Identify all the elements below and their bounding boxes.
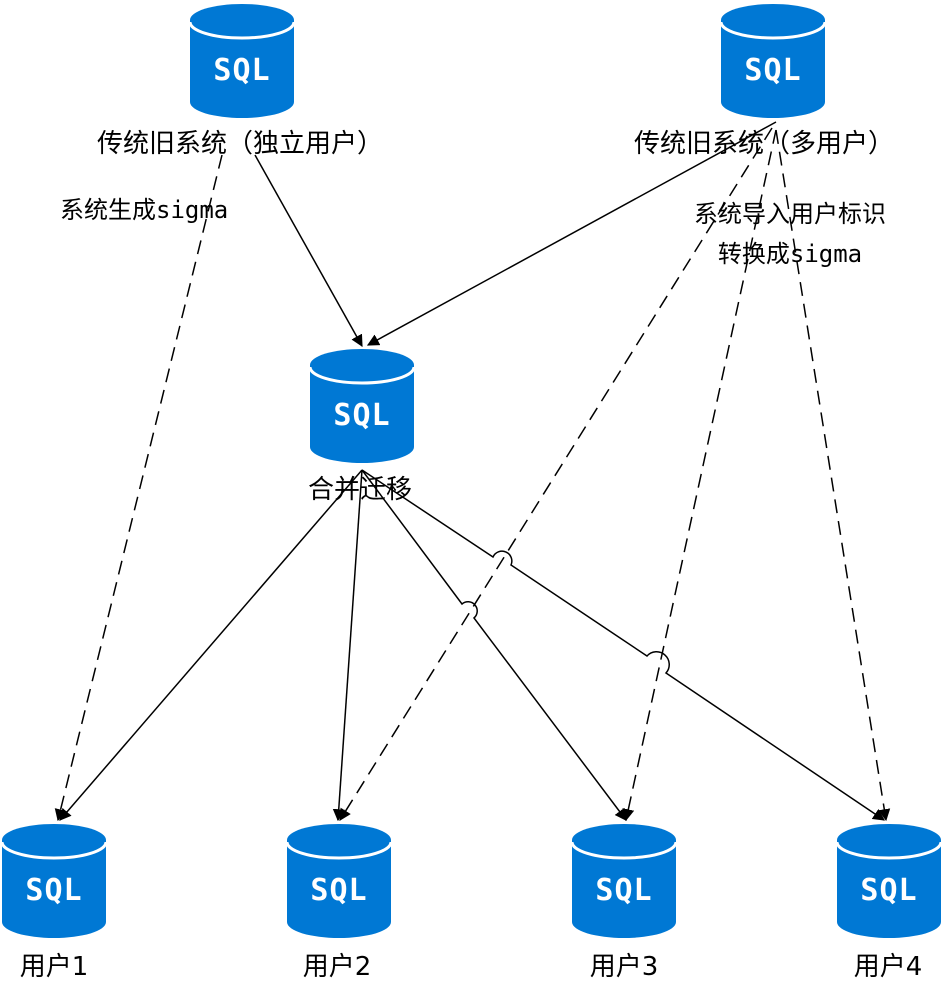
edge-legacy-single-to-user1 — [54, 154, 223, 822]
sql-database-icon: SQL — [285, 824, 393, 938]
db-icon-text: SQL — [25, 873, 82, 908]
edge-merge-to-user3 — [361, 469, 627, 821]
note-convert-to-sigma: 转换成sigma — [718, 240, 862, 268]
edge-legacy-multi-to-user3 — [622, 129, 777, 822]
db-label-user1: 用户1 — [20, 952, 89, 982]
note-system-import-user-id: 系统导入用户标识 — [694, 200, 886, 228]
db-icon-text: SQL — [744, 53, 801, 88]
db-user1[interactable]: SQL — [0, 824, 108, 938]
edge-merge-to-user2 — [332, 469, 363, 822]
note-text: 系统生成 — [60, 196, 156, 224]
db-icon-text: SQL — [595, 873, 652, 908]
db-label-user2: 用户2 — [303, 952, 372, 982]
note-code: sigma — [790, 240, 862, 268]
edge-legacy-multi-to-merge — [366, 121, 777, 346]
db-icon-text: SQL — [310, 873, 367, 908]
note-text: 转换成 — [718, 240, 790, 268]
db-merge[interactable]: SQL — [308, 349, 416, 463]
edge-merge-to-user4 — [361, 469, 885, 821]
db-user2[interactable]: SQL — [285, 824, 393, 938]
db-icon-text: SQL — [860, 873, 917, 908]
note-code: sigma — [156, 196, 228, 224]
sql-database-icon: SQL — [188, 4, 296, 118]
sql-database-icon: SQL — [308, 349, 416, 463]
edge-legacy-multi-to-user4 — [775, 129, 891, 822]
edges — [54, 121, 891, 822]
db-icon-text: SQL — [213, 53, 270, 88]
db-label-legacy-single: 传统旧系统（独立用户） — [97, 129, 383, 159]
db-icon-text: SQL — [333, 398, 390, 433]
db-user4[interactable]: SQL — [835, 824, 942, 938]
db-legacy-multi[interactable]: SQL — [719, 4, 827, 118]
db-label-merge: 合并迁移 — [308, 475, 412, 505]
edge-legacy-multi-to-user2 — [339, 127, 773, 822]
sql-database-icon: SQL — [0, 824, 108, 938]
db-legacy-single[interactable]: SQL — [188, 4, 296, 118]
db-label-legacy-multi: 传统旧系统（多用户） — [634, 129, 894, 159]
edge-merge-to-user1 — [59, 469, 363, 821]
db-user3[interactable]: SQL — [570, 824, 678, 938]
sql-database-icon: SQL — [719, 4, 827, 118]
note-system-generate-sigma: 系统生成sigma — [60, 196, 228, 224]
edge-legacy-single-to-merge — [254, 154, 363, 348]
sql-database-icon: SQL — [835, 824, 942, 938]
db-label-user4: 用户4 — [854, 952, 923, 982]
sql-database-icon: SQL — [570, 824, 678, 938]
db-label-user3: 用户3 — [590, 952, 659, 982]
